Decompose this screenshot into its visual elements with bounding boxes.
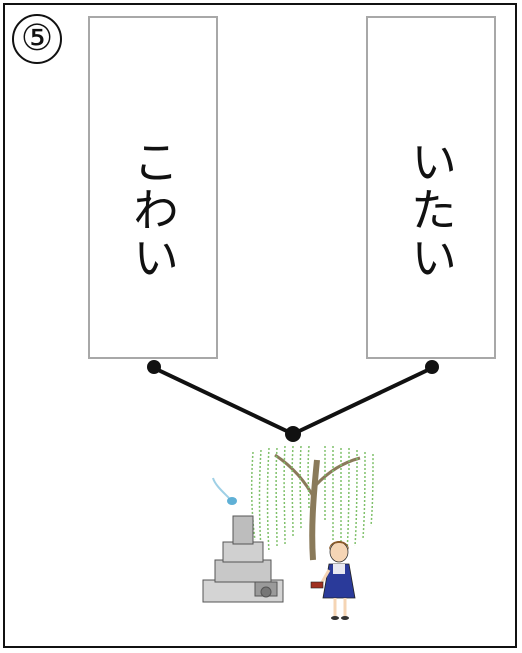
item-number: ⑤ xyxy=(12,14,62,64)
spirit-flame-icon xyxy=(212,477,237,505)
gravestone-icon xyxy=(202,515,284,603)
scene-illustration xyxy=(202,445,374,620)
word-card-right[interactable]: いたい xyxy=(366,16,496,359)
connector-left xyxy=(153,366,294,436)
girl-with-flashlight-icon xyxy=(310,541,356,620)
connector-dot-left[interactable] xyxy=(147,360,161,374)
word-card-right-text: いたい xyxy=(404,138,458,282)
word-card-left[interactable]: こわい xyxy=(88,16,218,359)
connector-dot-right[interactable] xyxy=(425,360,439,374)
willow-tree-icon xyxy=(250,445,374,561)
connector-right xyxy=(292,366,433,436)
word-card-left-text: こわい xyxy=(126,138,180,282)
connector-dot-bottom[interactable] xyxy=(285,426,301,442)
